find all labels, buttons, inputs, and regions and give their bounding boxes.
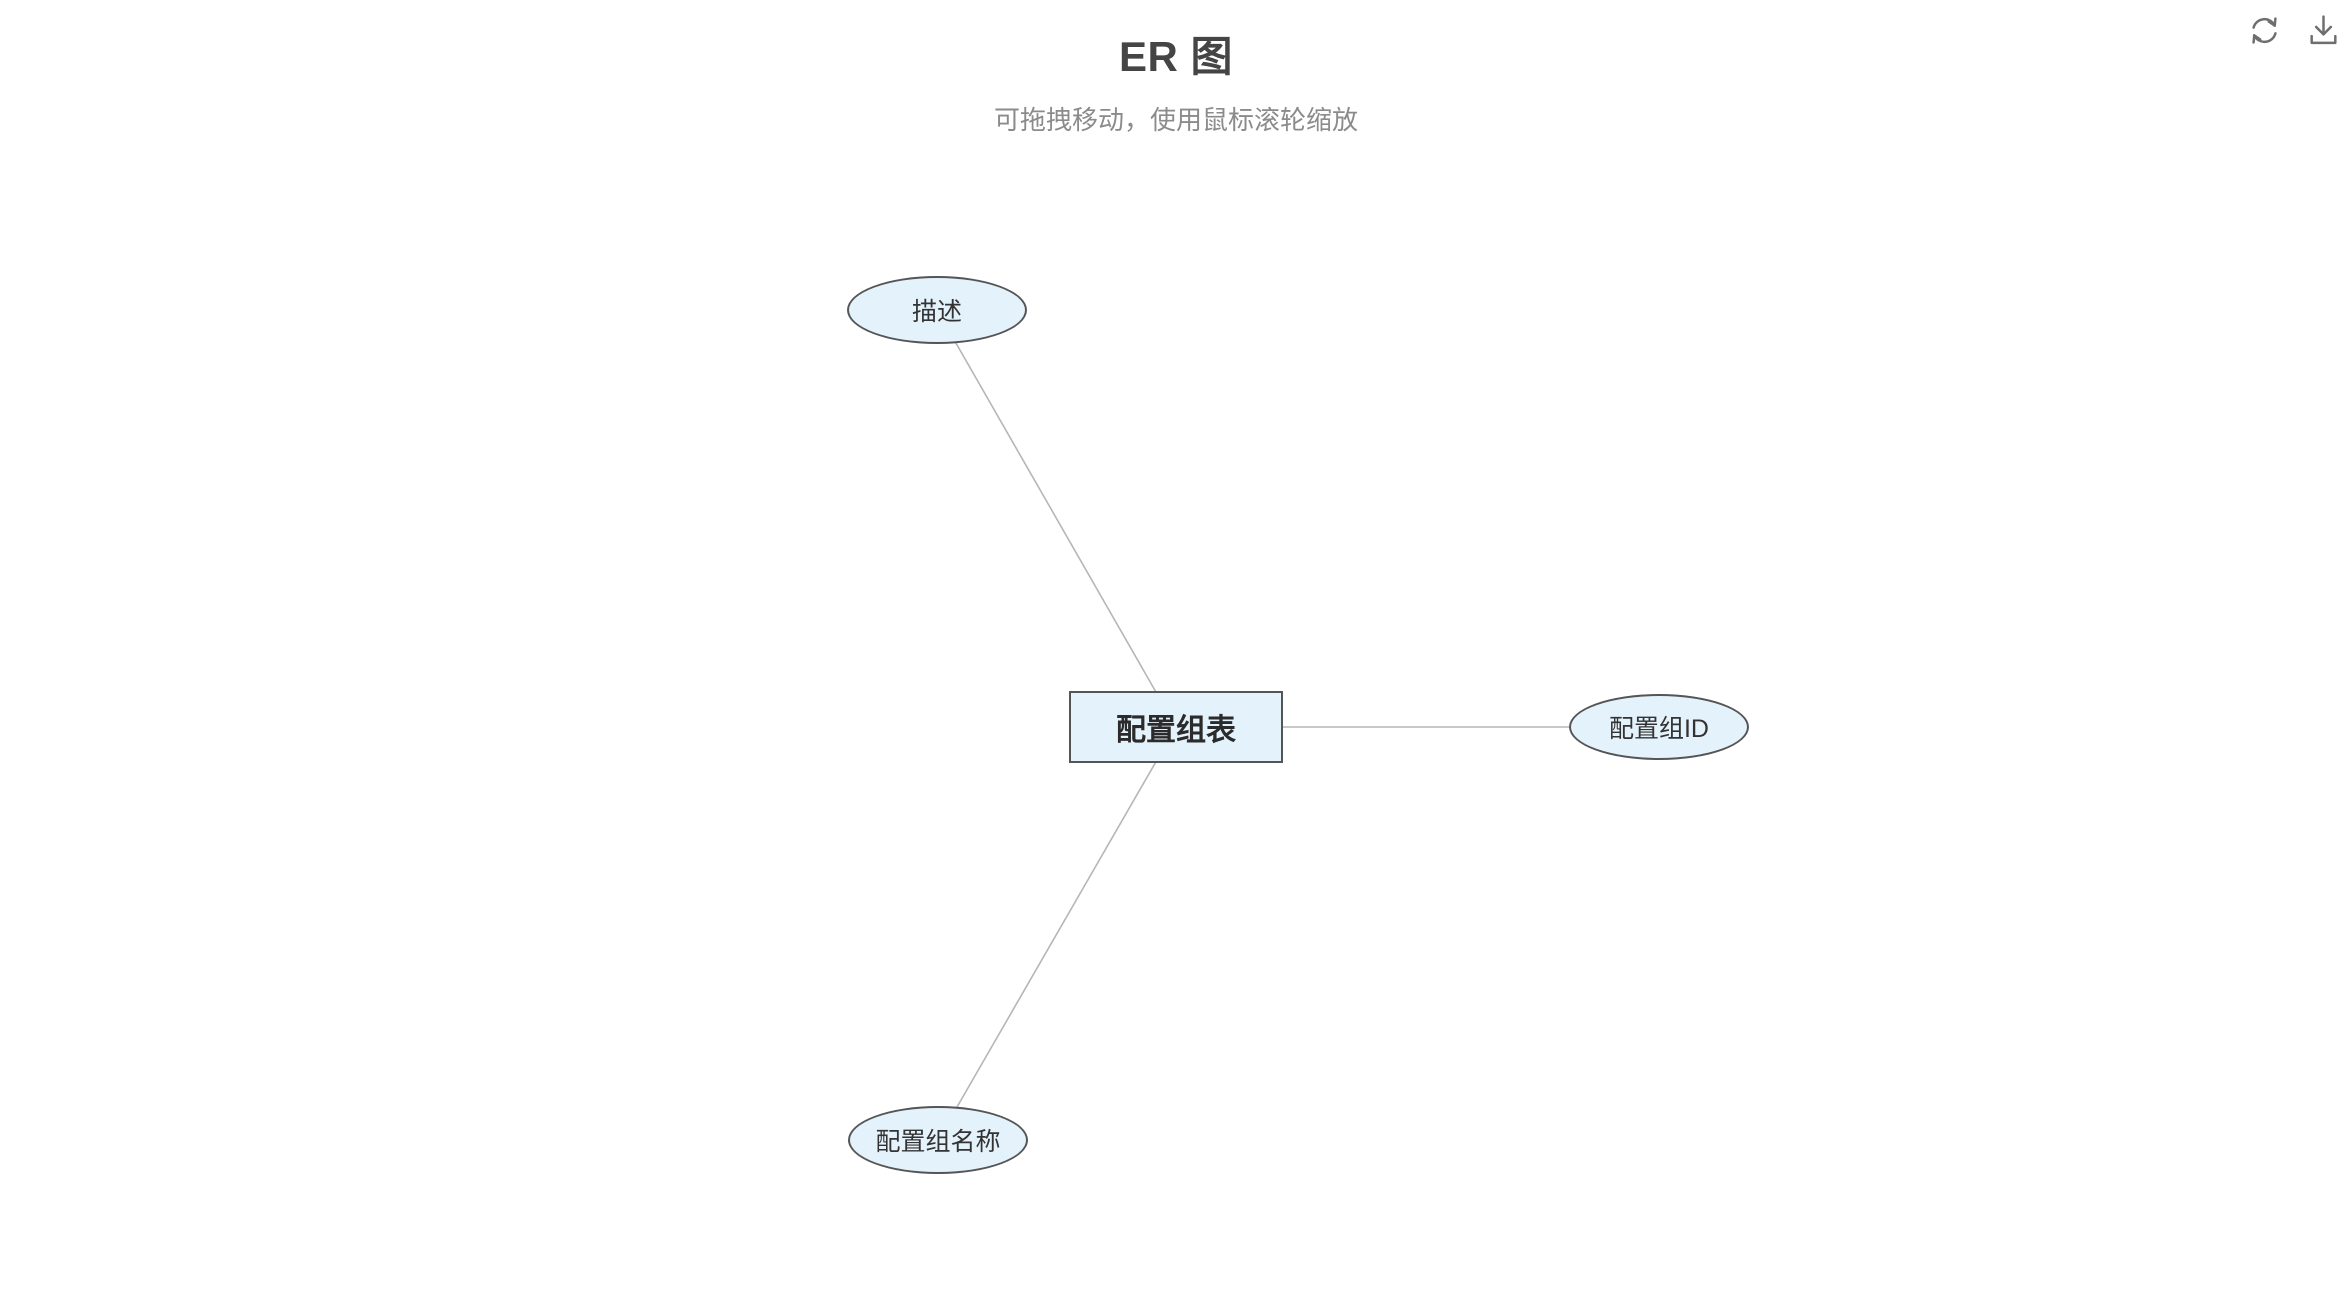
attribute-node[interactable]: 描述 <box>847 276 1027 344</box>
entity-node[interactable]: 配置组表 <box>1069 691 1283 763</box>
attribute-node[interactable]: 配置组名称 <box>848 1106 1028 1174</box>
attribute-node[interactable]: 配置组ID <box>1569 694 1749 760</box>
toolbar <box>2246 12 2342 49</box>
download-icon[interactable] <box>2305 12 2342 49</box>
refresh-icon[interactable] <box>2246 12 2283 49</box>
